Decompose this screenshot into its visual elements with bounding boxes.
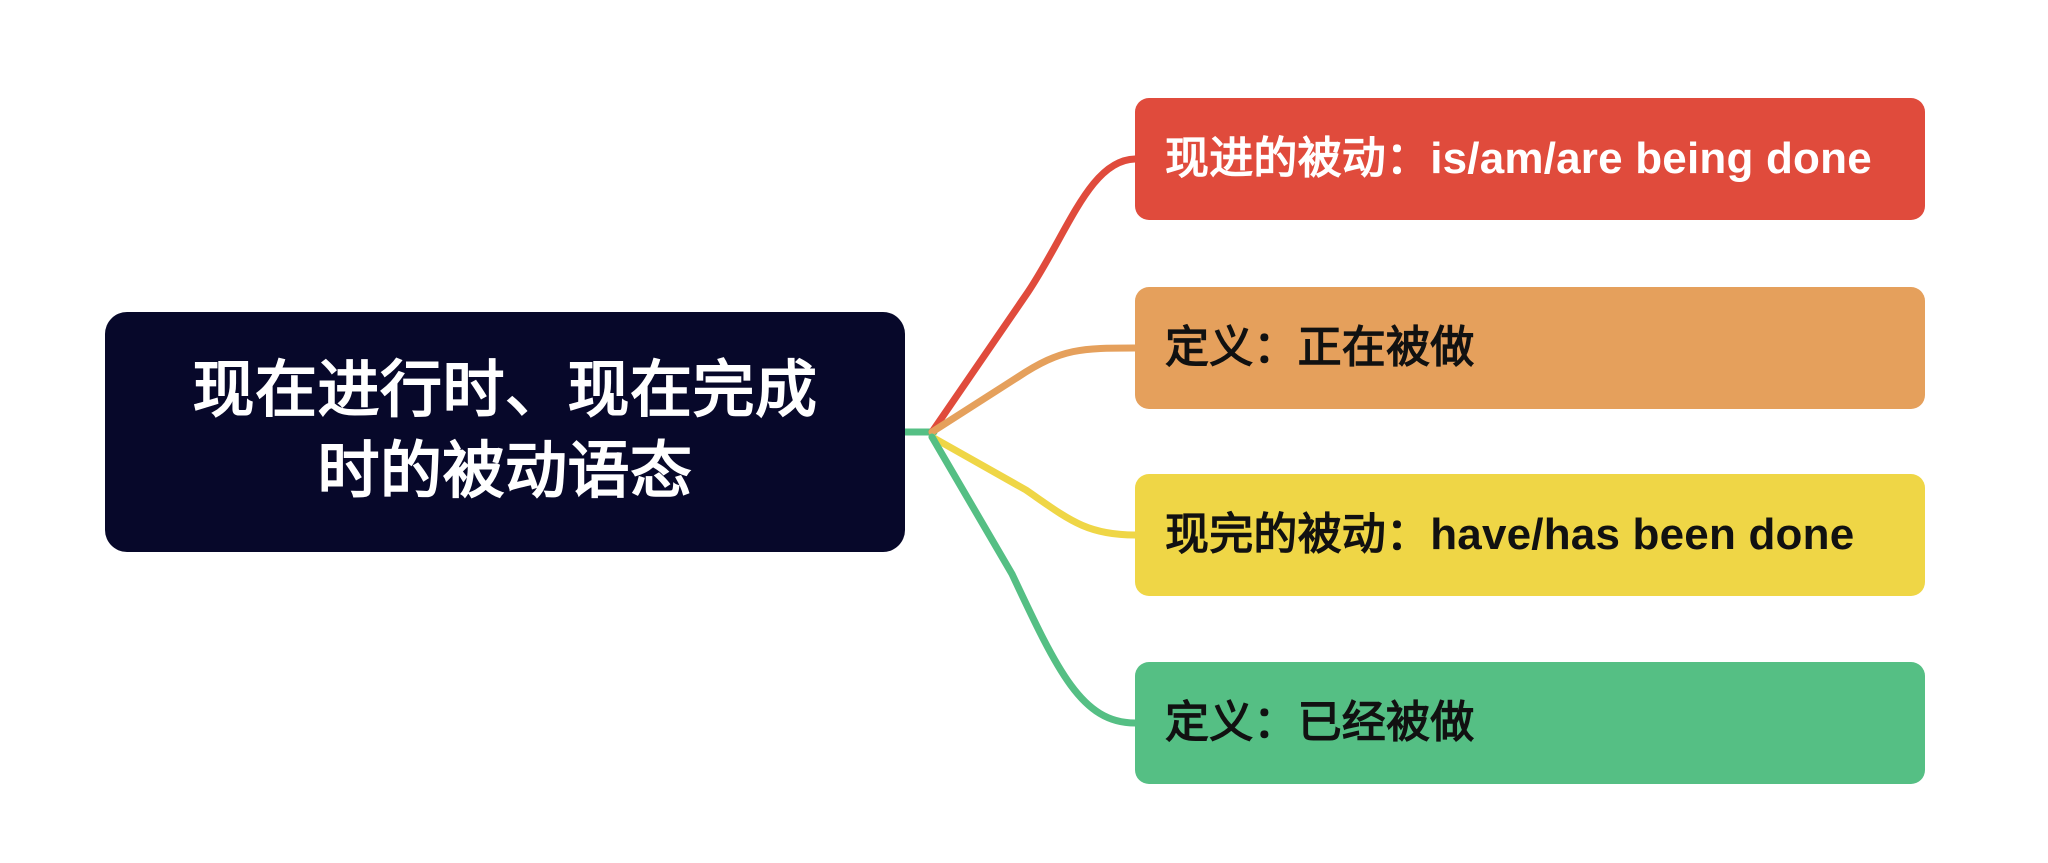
branch-node-2[interactable]: 现完的被动：have/has been done	[1135, 474, 1925, 596]
connector-to-branch-0	[928, 155, 1139, 436]
branch-node-2-label: 现完的被动：have/has been done	[1165, 509, 1855, 559]
branch-node-0-label: 现进的被动：is/am/are being done	[1165, 133, 1872, 183]
root-node[interactable]: 现在进行时、现在完成 时的被动语态	[105, 312, 905, 552]
branch-node-0[interactable]: 现进的被动：is/am/are being done	[1135, 98, 1925, 220]
connector-to-branch-2	[928, 433, 1139, 539]
branch-node-1-label: 定义：正在被做	[1165, 322, 1475, 372]
branch-node-3[interactable]: 定义：已经被做	[1135, 662, 1925, 784]
root-node-label: 现在进行时、现在完成 时的被动语态	[192, 356, 818, 506]
branch-node-1[interactable]: 定义：正在被做	[1135, 287, 1925, 409]
connector-to-branch-1	[928, 344, 1139, 436]
connector-to-branch-3	[928, 433, 1139, 727]
branch-node-3-label: 定义：已经被做	[1165, 697, 1475, 747]
